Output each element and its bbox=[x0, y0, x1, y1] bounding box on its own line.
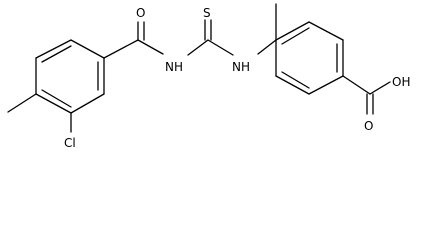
atom-label-s: S bbox=[203, 6, 211, 20]
bond bbox=[103, 39, 139, 59]
bond bbox=[275, 75, 310, 95]
bond bbox=[281, 71, 310, 89]
bond bbox=[187, 39, 209, 56]
bond bbox=[41, 89, 72, 108]
bond bbox=[369, 81, 391, 95]
bond bbox=[137, 39, 164, 55]
atom-label-nh-left: NH bbox=[165, 60, 183, 74]
bond bbox=[308, 75, 344, 95]
atom-label-oh: OH bbox=[392, 75, 410, 89]
bond bbox=[70, 39, 105, 59]
bond bbox=[35, 93, 72, 114]
bond bbox=[207, 39, 234, 56]
bonds bbox=[7, 3, 391, 133]
molecule-structure-diagram: O NH S NH Cl OH O bbox=[7, 3, 410, 150]
atom-label-cl: Cl bbox=[64, 136, 76, 150]
bond bbox=[308, 21, 344, 41]
bond bbox=[41, 45, 72, 63]
atom-label-nh-right: NH bbox=[232, 60, 250, 74]
bond bbox=[281, 27, 310, 45]
bond bbox=[70, 93, 105, 114]
atom-label-o-acid: O bbox=[364, 119, 373, 133]
atom-labels: O NH S NH Cl OH O bbox=[64, 6, 410, 150]
bond bbox=[342, 75, 371, 95]
bond bbox=[35, 39, 72, 59]
atom-label-o-amide: O bbox=[136, 6, 145, 20]
bond bbox=[7, 93, 37, 113]
bond bbox=[257, 39, 277, 55]
bond bbox=[275, 21, 310, 41]
